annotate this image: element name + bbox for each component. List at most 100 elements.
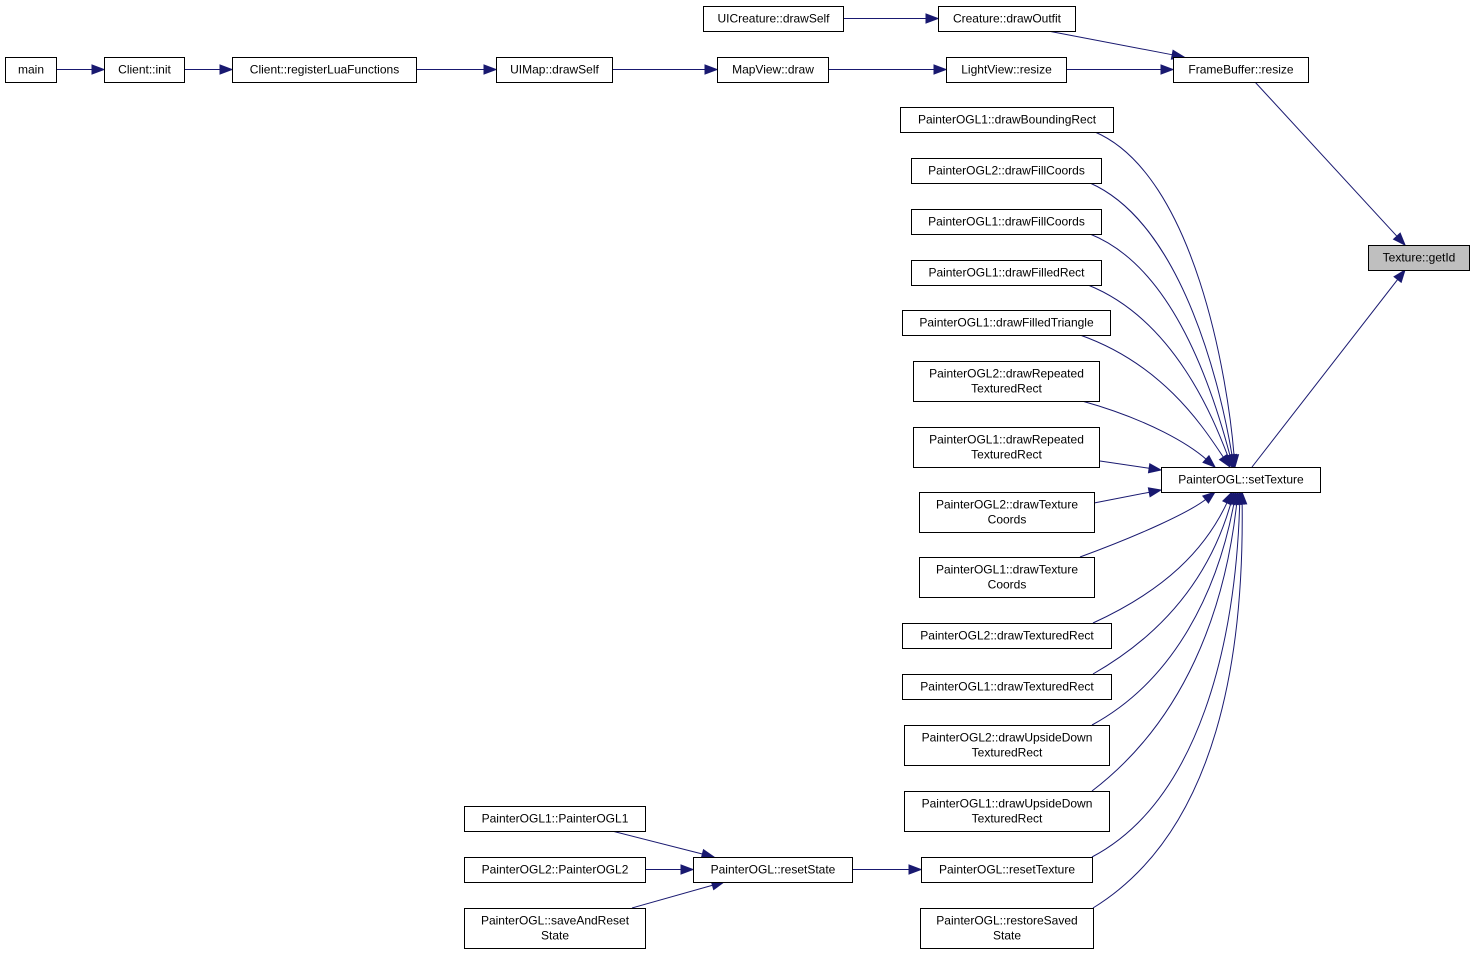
edge-line (631, 884, 714, 909)
edge-painterogl_resettexture-to-painterogl_settexture (1091, 490, 1245, 858)
node-label: PainterOGL::saveAndReset (481, 914, 630, 928)
node-box (1173, 57, 1309, 83)
arrow-head-icon (933, 64, 948, 75)
edge-p1_drawtexturecoords-to-painterogl_settexture (1079, 491, 1217, 558)
node-box (464, 908, 646, 949)
node-p1-drawboundingrect[interactable]: PainterOGL1::drawBoundingRect (900, 107, 1114, 133)
node-client-register[interactable]: Client::registerLuaFunctions (232, 57, 417, 83)
edge-uimap_drawself-to-mapview_draw (612, 64, 719, 75)
node-p1-drawfillcoords[interactable]: PainterOGL1::drawFillCoords (911, 209, 1102, 235)
node-label: FrameBuffer::resize (1188, 63, 1293, 77)
node-box (703, 6, 844, 32)
node-label: Client::init (118, 63, 171, 77)
arrow-head-icon (704, 64, 719, 75)
edge-line (1094, 131, 1235, 457)
node-label: PainterOGL1::drawFilledTriangle (919, 316, 1094, 330)
edge-line (1093, 491, 1151, 504)
edge-painterogl_resetstate-to-painterogl_resettexture (852, 864, 923, 875)
node-label: TexturedRect (972, 746, 1043, 760)
edge-line (1092, 501, 1228, 624)
edge-p1_drawtexturedrect-to-painterogl_settexture (1092, 490, 1236, 675)
arrow-head-icon (1393, 268, 1406, 284)
edge-line (1099, 460, 1151, 469)
node-uicreature-drawself[interactable]: UICreature::drawSelf (703, 6, 844, 32)
arrow-head-icon (1202, 454, 1217, 468)
node-box (717, 57, 829, 83)
node-box (920, 908, 1094, 949)
arrow-head-icon (1218, 453, 1231, 469)
node-p1-drawfilledtriangle[interactable]: PainterOGL1::drawFilledTriangle (902, 310, 1111, 336)
edge-p2_drawtexturecoords-to-painterogl_settexture (1093, 487, 1163, 504)
edge-line (1089, 182, 1233, 457)
edge-line (1081, 400, 1208, 461)
node-label: PainterOGL2::drawRepeated (929, 367, 1084, 381)
node-framebuffer-resize[interactable]: FrameBuffer::resize (1173, 57, 1309, 83)
node-box (902, 310, 1111, 336)
edge-line (1091, 502, 1241, 858)
edge-p1_drawrepeated-to-painterogl_settexture (1099, 460, 1163, 474)
node-box (1161, 467, 1321, 493)
edge-line (1091, 502, 1235, 726)
edge-p2_drawupsidedown-to-painterogl_settexture (1091, 490, 1239, 726)
node-label: PainterOGL1::drawTexture (936, 563, 1078, 577)
edge-p1_ctor-to-painterogl_resetstate (611, 830, 716, 859)
node-box (919, 557, 1095, 598)
node-box (693, 857, 853, 883)
node-lightview-resize[interactable]: LightView::resize (946, 57, 1067, 83)
node-label: Coords (988, 578, 1027, 592)
arrow-head-icon (680, 864, 695, 875)
arrow-head-icon (483, 64, 498, 75)
node-texture-getid[interactable]: Texture::getId (1368, 245, 1470, 271)
edge-line (611, 830, 704, 855)
node-p1-drawfilledrect[interactable]: PainterOGL1::drawFilledRect (911, 260, 1102, 286)
node-p1-ctor[interactable]: PainterOGL1::PainterOGL1 (464, 806, 646, 832)
node-box (911, 260, 1102, 286)
node-p2-drawtexturedrect[interactable]: PainterOGL2::drawTexturedRect (902, 623, 1112, 649)
node-p1-drawtexturedrect[interactable]: PainterOGL1::drawTexturedRect (902, 674, 1112, 700)
node-uimap-drawself[interactable]: UIMap::drawSelf (496, 57, 613, 83)
node-label: PainterOGL2::PainterOGL2 (482, 863, 629, 877)
node-label: PainterOGL1::drawTexturedRect (920, 680, 1094, 694)
edge-lightview_resize-to-framebuffer_resize (1066, 64, 1175, 75)
node-client-init[interactable]: Client::init (104, 57, 185, 83)
edge-line (1087, 284, 1229, 457)
node-label: PainterOGL::resetState (711, 863, 836, 877)
node-box (904, 725, 1110, 766)
edge-line (1079, 498, 1207, 558)
node-painterogl-settexture[interactable]: PainterOGL::setTexture (1161, 467, 1321, 493)
arrow-head-icon (1392, 232, 1406, 247)
edge-line (1254, 81, 1398, 238)
edges-layer (56, 13, 1406, 909)
node-label: main (18, 63, 44, 77)
node-painterogl-resetstate[interactable]: PainterOGL::resetState (693, 857, 853, 883)
node-label: PainterOGL1::drawRepeated (929, 433, 1084, 447)
node-label: PainterOGL::restoreSaved (936, 914, 1077, 928)
node-box (104, 57, 185, 83)
node-main[interactable]: main (5, 57, 57, 83)
node-label: PainterOGL1::drawFilledRect (928, 266, 1085, 280)
node-label: Texture::getId (1383, 251, 1456, 265)
node-p2-ctor[interactable]: PainterOGL2::PainterOGL2 (464, 857, 646, 883)
node-creature-drawoutfit[interactable]: Creature::drawOutfit (938, 6, 1076, 32)
node-label: PainterOGL1::drawFillCoords (928, 215, 1085, 229)
node-label: State (993, 929, 1021, 943)
edge-painterogl_restoresaved-to-painterogl_settexture (1092, 490, 1248, 909)
node-p2-drawfillcoords[interactable]: PainterOGL2::drawFillCoords (911, 158, 1102, 184)
node-label: PainterOGL1::drawBoundingRect (918, 113, 1097, 127)
node-box (938, 6, 1076, 32)
node-label: PainterOGL::resetTexture (939, 863, 1075, 877)
edge-line (1089, 233, 1231, 457)
node-label: State (541, 929, 569, 943)
node-painterogl-resettexture[interactable]: PainterOGL::resetTexture (921, 857, 1093, 883)
node-label: Client::registerLuaFunctions (250, 63, 399, 77)
node-mapview-draw[interactable]: MapView::draw (717, 57, 829, 83)
